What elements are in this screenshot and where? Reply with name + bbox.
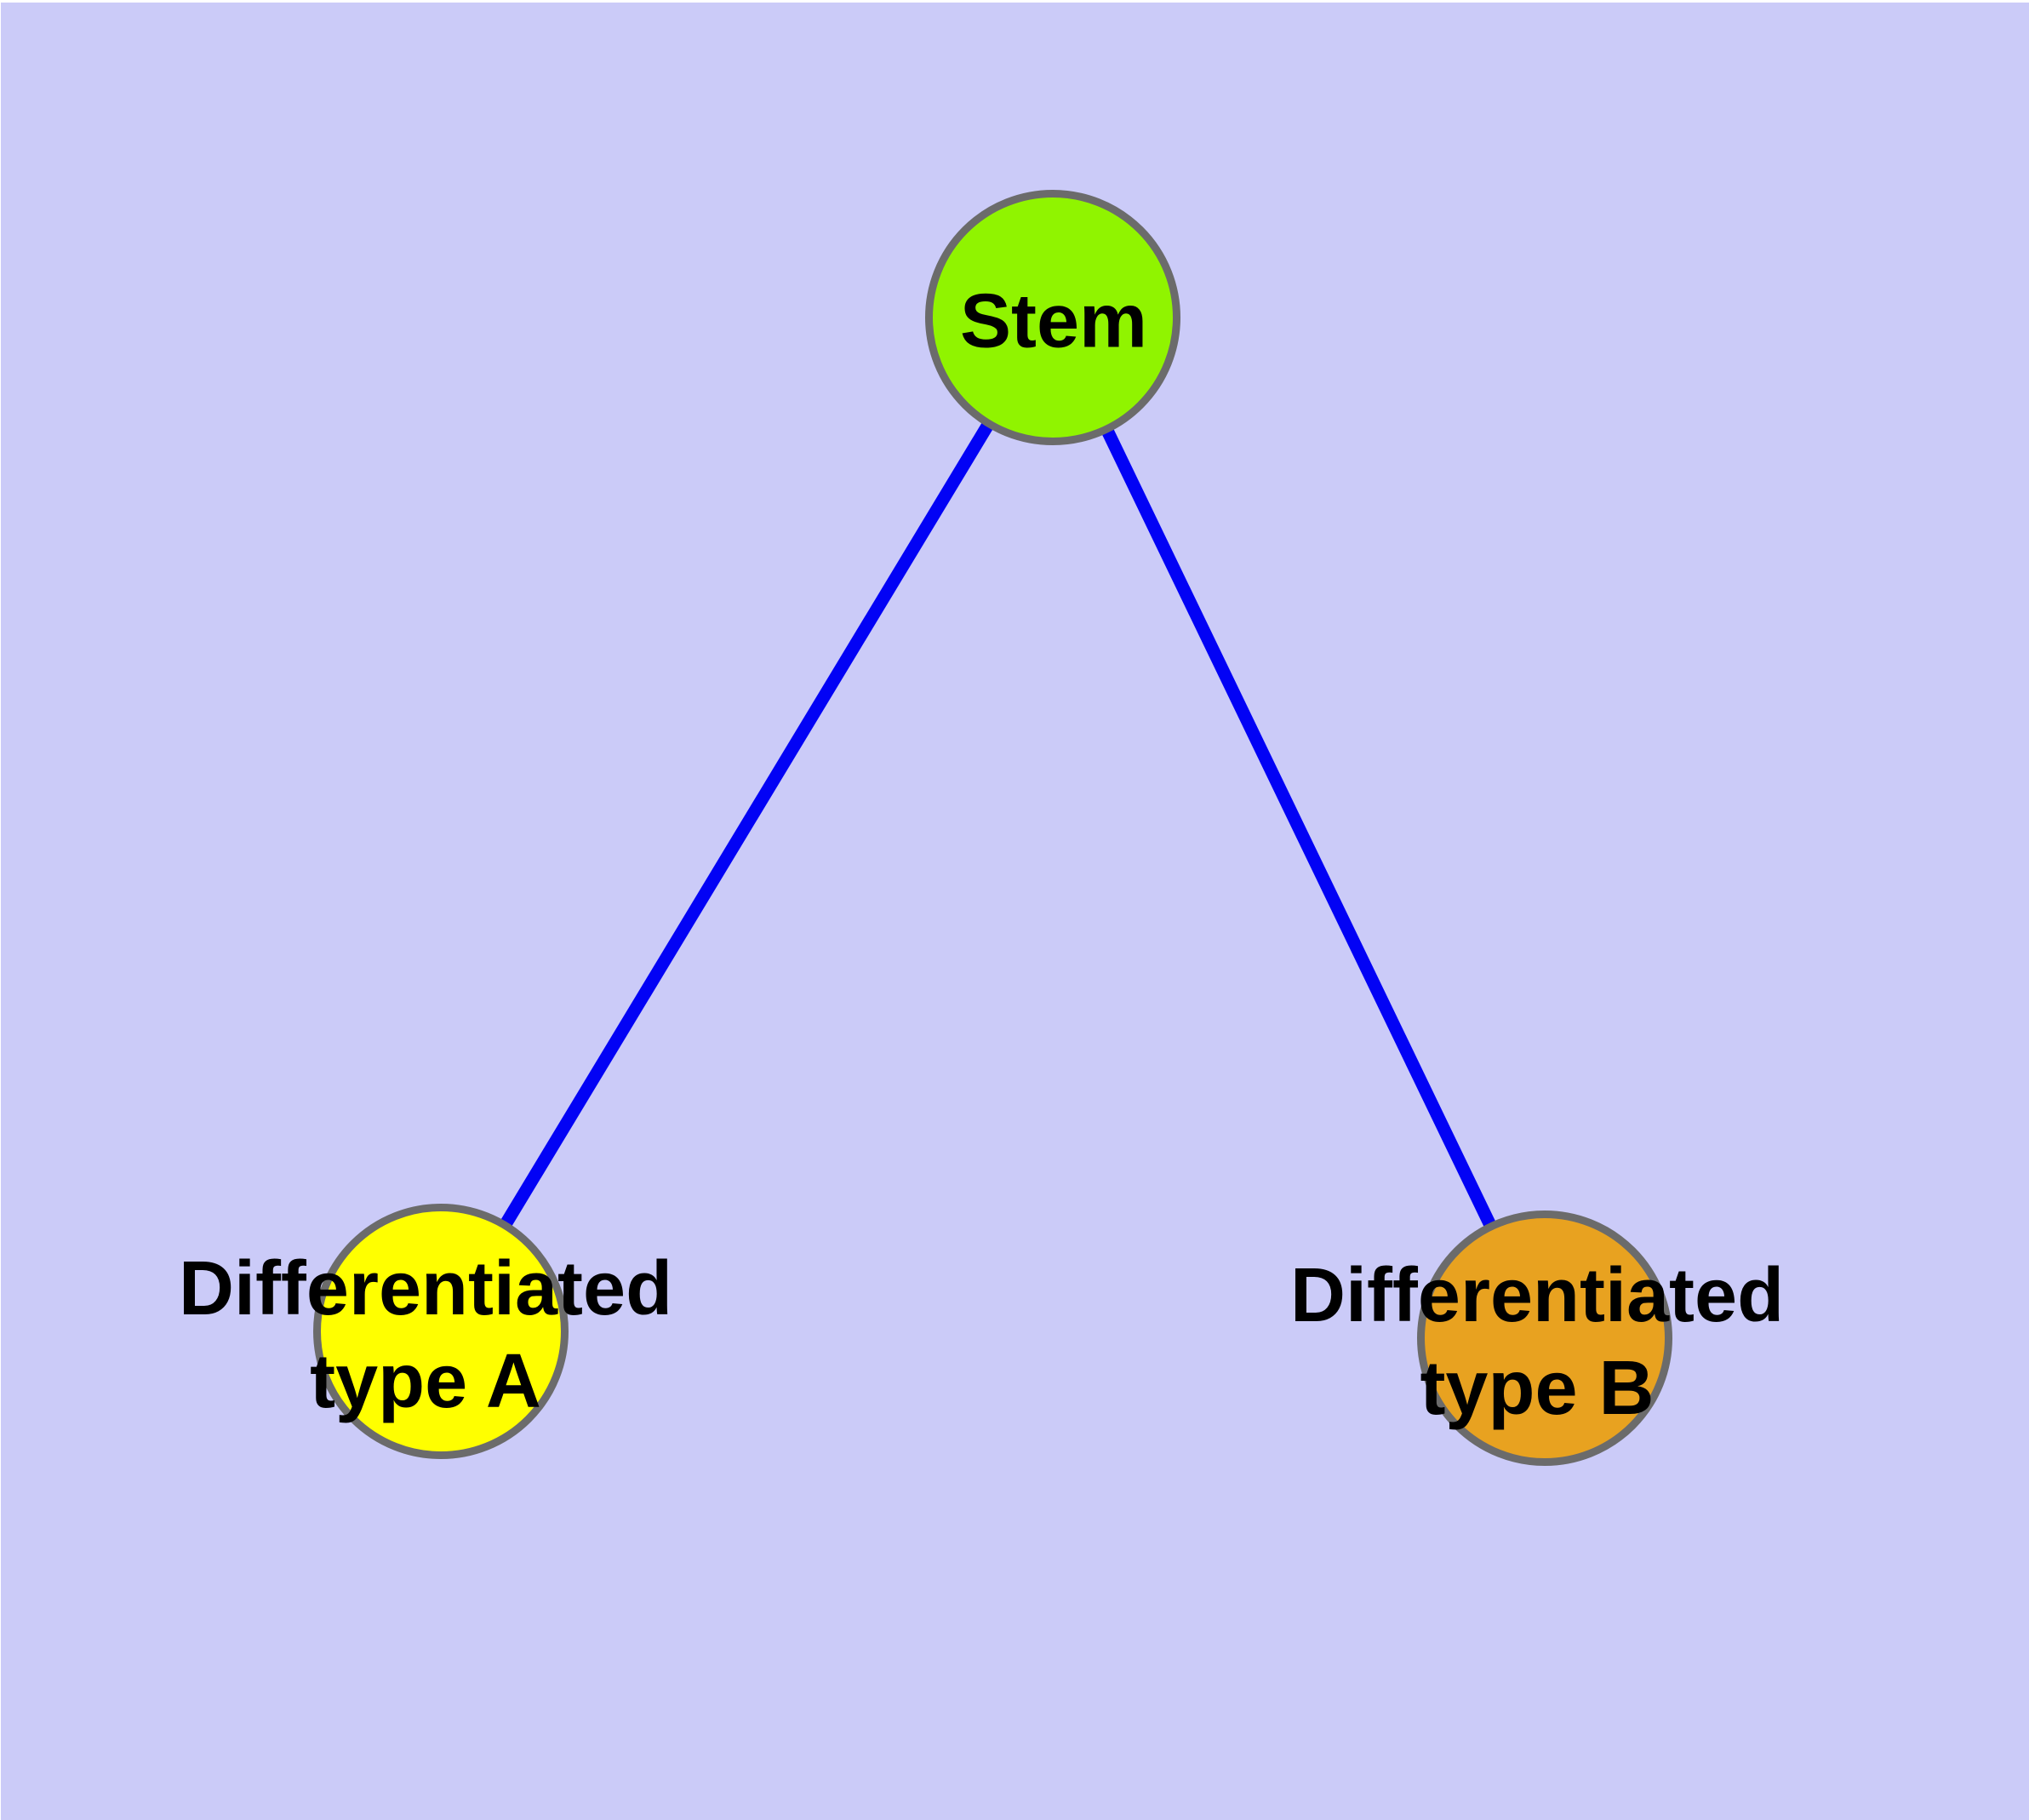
node-type-b-label-line1: Differentiated (1289, 1253, 1785, 1338)
edge-stem-to-type-a (435, 314, 1059, 1335)
node-type-a-label: Differentiated type A (179, 1243, 672, 1428)
node-type-b-label-line2: type B (1420, 1346, 1655, 1431)
node-stem-label: Stem (959, 278, 1148, 364)
node-differentiated-type-b (1417, 1210, 1672, 1466)
node-type-b-label: Differentiated type B (1290, 1250, 1784, 1435)
node-type-a-label-line1: Differentiated (178, 1246, 673, 1331)
node-differentiated-type-a (313, 1204, 569, 1459)
node-stem (925, 190, 1180, 445)
edge-stem-to-type-b (1047, 314, 1551, 1342)
node-type-a-label-line2: type A (310, 1339, 541, 1424)
